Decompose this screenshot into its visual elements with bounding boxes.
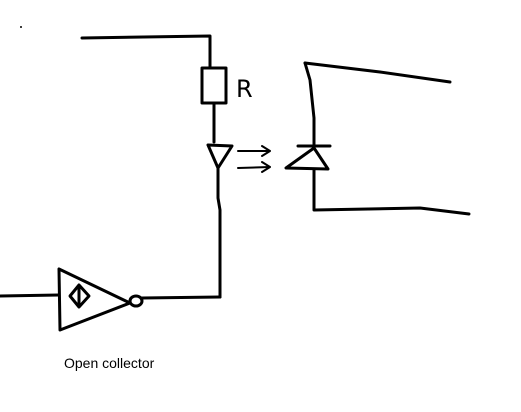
stray-dot: [20, 26, 22, 28]
arrow-upper: [237, 145, 271, 157]
arrow-lower: [237, 161, 271, 173]
output-wire: [140, 295, 222, 300]
input-line: [0, 293, 61, 298]
output-bubble: [128, 294, 144, 308]
photodiode-top-lead: [303, 61, 452, 84]
light-arrows: [237, 145, 271, 173]
open-collector-buffer: [57, 267, 132, 332]
led-wire-down: [216, 166, 222, 299]
supply-rail: [80, 34, 212, 70]
resistor: [200, 66, 228, 105]
photodiode-top-wire: [303, 61, 316, 148]
photodiode-triangle: [284, 146, 330, 171]
resistor-label: R: [236, 75, 253, 103]
led-emitter: [206, 143, 234, 170]
caption: Open collector: [64, 355, 155, 371]
photodiode-bottom-wire: [312, 168, 471, 216]
buffer-diamond-symbol: [68, 283, 91, 309]
